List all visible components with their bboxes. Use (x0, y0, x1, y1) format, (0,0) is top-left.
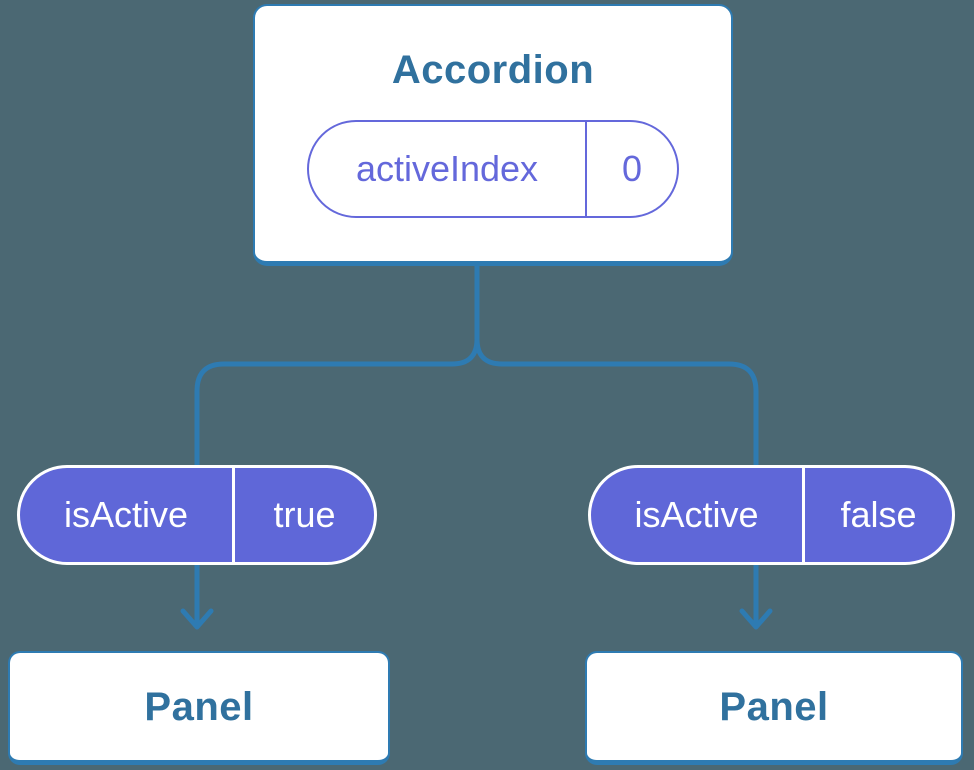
state-pill: activeIndex 0 (307, 120, 679, 218)
arrow-down-icon (739, 608, 773, 630)
component-title: Panel (144, 684, 254, 729)
prop-value: true (273, 494, 336, 535)
panel-component-box-right: Panel (585, 651, 963, 765)
connector-branch-left (194, 262, 480, 626)
prop-name: isActive (591, 468, 805, 562)
prop-pill-right: isActive false (588, 465, 955, 565)
prop-name: isActive (20, 468, 235, 562)
panel-component-box-left: Panel (8, 651, 390, 765)
arrow-down-icon (180, 608, 214, 630)
state-name: activeIndex (309, 122, 587, 216)
component-title: Panel (719, 684, 829, 729)
component-title: Accordion (391, 48, 595, 92)
state-value: 0 (621, 148, 643, 189)
prop-pill-left: isActive true (17, 465, 377, 565)
connector-branch-right (474, 262, 759, 626)
prop-value: false (840, 494, 917, 535)
accordion-component-box: Accordion activeIndex 0 (253, 4, 733, 266)
